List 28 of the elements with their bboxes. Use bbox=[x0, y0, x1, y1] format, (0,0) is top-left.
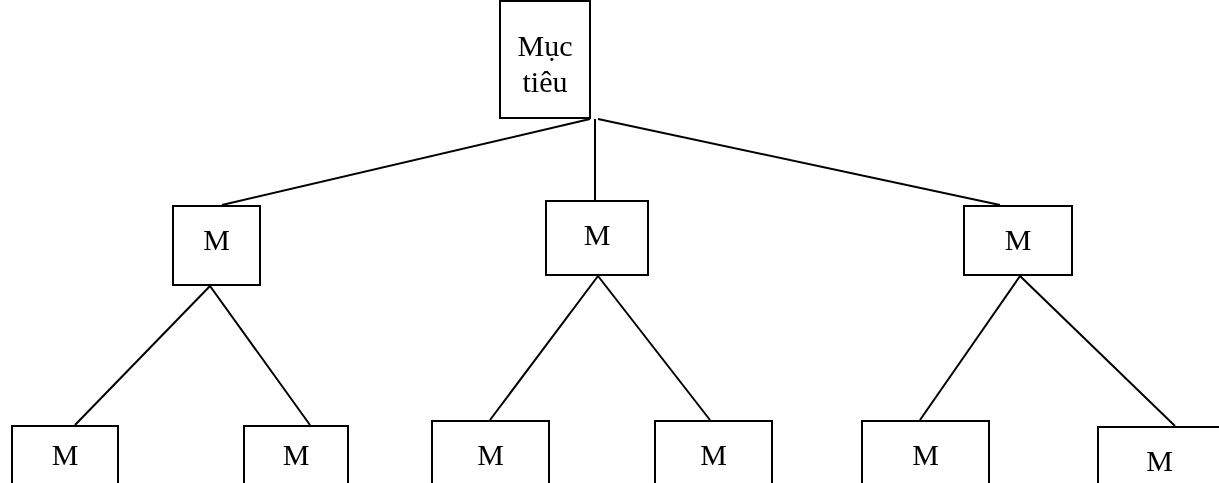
objective-box bbox=[545, 200, 649, 276]
box-label: M bbox=[700, 437, 727, 473]
connector-line bbox=[221, 118, 591, 206]
connector-line bbox=[597, 118, 1001, 206]
connector-line bbox=[919, 275, 1021, 421]
box-label: M bbox=[203, 222, 230, 258]
objective-box bbox=[243, 425, 349, 483]
connector-line bbox=[209, 285, 311, 426]
connector-line bbox=[489, 275, 599, 421]
box-label: M bbox=[912, 437, 939, 473]
goal-box bbox=[499, 0, 591, 119]
objective-box bbox=[963, 205, 1073, 276]
objective-box bbox=[654, 420, 773, 483]
objective-box bbox=[431, 420, 550, 483]
connector-line bbox=[597, 275, 711, 421]
connector-line bbox=[74, 285, 211, 426]
connector-line bbox=[1019, 275, 1176, 427]
box-label: M bbox=[51, 437, 79, 473]
box-label: Mục tiêu bbox=[516, 27, 574, 100]
box-label: M bbox=[282, 437, 310, 473]
objective-box bbox=[861, 420, 990, 483]
box-label: M bbox=[583, 217, 611, 253]
box-label: M bbox=[1004, 222, 1032, 258]
box-label: M bbox=[477, 437, 504, 473]
objective-box bbox=[11, 425, 119, 483]
box-label: M bbox=[1146, 443, 1173, 479]
connector-line bbox=[594, 118, 596, 201]
objective-box bbox=[172, 205, 261, 286]
